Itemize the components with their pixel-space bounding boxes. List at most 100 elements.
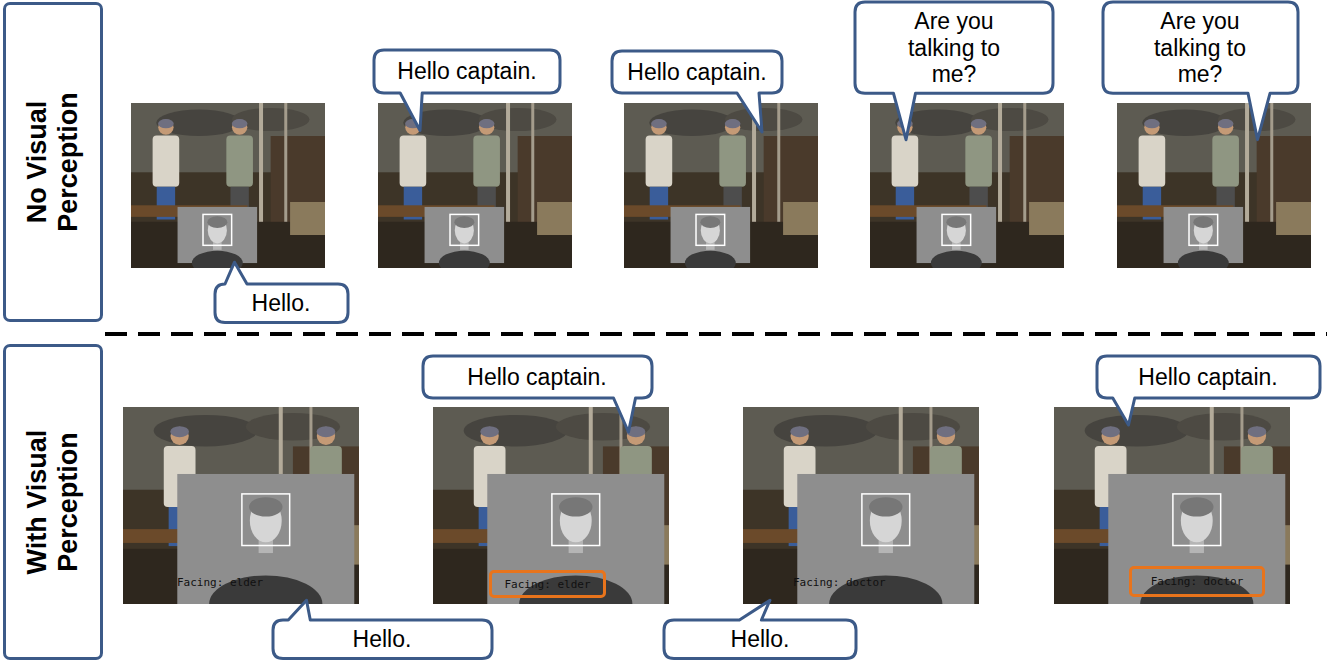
- scene-background: [743, 407, 979, 604]
- face-detection-box: [1189, 214, 1218, 245]
- face-detection-box: [450, 214, 479, 245]
- speech-text: Are you talking to me?: [1129, 8, 1271, 87]
- webcam-inset: [487, 474, 664, 604]
- face-detection-box: [242, 494, 290, 546]
- character-figure: [965, 119, 992, 219]
- face-detection-box: [203, 214, 232, 245]
- face-detection-box: [942, 214, 971, 245]
- character-figure: [646, 119, 673, 219]
- character-head: [1144, 120, 1159, 135]
- character-head: [725, 120, 740, 135]
- character-hair: [790, 426, 809, 437]
- speech-bubble-shape: [664, 600, 856, 658]
- character-hair: [725, 119, 741, 128]
- scene-umbrella: [1142, 110, 1227, 136]
- scene-wall: [271, 136, 325, 235]
- character-head: [232, 120, 247, 135]
- scene-background: [131, 103, 325, 268]
- character-hair: [232, 119, 248, 128]
- speech-bubble-shape: [1097, 356, 1320, 425]
- character-figure: [719, 119, 746, 219]
- character-hair: [1144, 119, 1160, 128]
- webcam-inset: [1108, 474, 1285, 604]
- character-coat: [400, 136, 427, 187]
- scene-background: [378, 103, 572, 268]
- webcam-inset: [917, 207, 997, 268]
- character-coat: [153, 136, 180, 187]
- scene-sacks: [783, 202, 818, 235]
- character-head: [1101, 427, 1119, 445]
- character-head: [480, 427, 498, 445]
- character-head: [479, 120, 494, 135]
- character-head: [170, 427, 188, 445]
- character-hair: [937, 426, 956, 437]
- webcam-inset: [178, 207, 258, 268]
- scene-sacks: [537, 202, 572, 235]
- scene-umbrella: [971, 108, 1049, 131]
- speech-bubble: Hello.: [273, 620, 492, 658]
- scene-background: [123, 407, 359, 604]
- speech-text: Hello captain.: [397, 58, 536, 84]
- scene-umbrella: [464, 415, 568, 447]
- character-hair: [158, 119, 174, 128]
- scene-background: [1117, 103, 1311, 268]
- user-hair: [946, 216, 966, 228]
- character-coat: [473, 136, 500, 187]
- speech-bubble: Hello captain.: [423, 356, 652, 398]
- character-coat: [1212, 136, 1239, 187]
- game-screenshot: [743, 407, 979, 633]
- scene-sacks: [1276, 202, 1311, 235]
- game-screenshot: [1117, 103, 1311, 275]
- character-figure: [153, 119, 180, 219]
- speech-text: Hello.: [731, 626, 790, 652]
- game-screenshot: [131, 103, 325, 275]
- user-hair: [454, 216, 474, 228]
- character-coat: [892, 136, 919, 187]
- character-hair: [1218, 119, 1234, 128]
- speech-bubble-shape: [612, 51, 782, 132]
- character-coat: [226, 136, 253, 187]
- user-hair: [1193, 216, 1213, 228]
- webcam-frame: [1108, 474, 1285, 604]
- speech-bubble-shape: [374, 50, 560, 131]
- character-coat: [1139, 136, 1166, 187]
- webcam-frame: [487, 474, 664, 604]
- character-head: [1248, 427, 1266, 445]
- facing-label: Facing: doctor: [793, 576, 886, 589]
- user-hair: [249, 497, 282, 516]
- speech-bubble-shape: [273, 600, 492, 658]
- character-hair: [170, 426, 189, 437]
- face-detection-box: [1173, 494, 1221, 546]
- facing-highlight: Facing: doctor: [1129, 566, 1265, 597]
- character-figure: [226, 119, 253, 219]
- game-screenshot: [433, 407, 669, 633]
- speech-bubble: Are you talking to me?: [1103, 2, 1298, 93]
- character-figure: [1212, 119, 1239, 219]
- scene-umbrella: [156, 110, 241, 136]
- user-hair: [207, 216, 227, 228]
- user-shoulders: [439, 251, 490, 268]
- character-coat: [965, 136, 992, 187]
- user-shoulders: [931, 251, 982, 268]
- scene-umbrella: [154, 415, 258, 447]
- character-figure: [473, 119, 500, 219]
- character-hair: [1101, 426, 1120, 437]
- row-separator: [105, 332, 1327, 336]
- game-screenshot: [378, 103, 572, 275]
- character-head: [651, 120, 666, 135]
- row-label-box: With Visual Perception: [3, 344, 103, 660]
- scene-wall: [1257, 136, 1311, 235]
- facing-label: Facing: elder: [177, 576, 263, 589]
- scene-umbrella: [556, 413, 650, 441]
- speech-text: Hello captain.: [1138, 364, 1277, 390]
- facing-label: Facing: elder: [504, 578, 590, 591]
- game-screenshot: [624, 103, 818, 275]
- speech-bubble-shape: [423, 356, 652, 432]
- character-head: [971, 120, 986, 135]
- character-coat: [646, 136, 673, 187]
- character-coat: [719, 136, 746, 187]
- facing-label: Facing: doctor: [1151, 575, 1244, 588]
- scene-sacks: [290, 202, 325, 235]
